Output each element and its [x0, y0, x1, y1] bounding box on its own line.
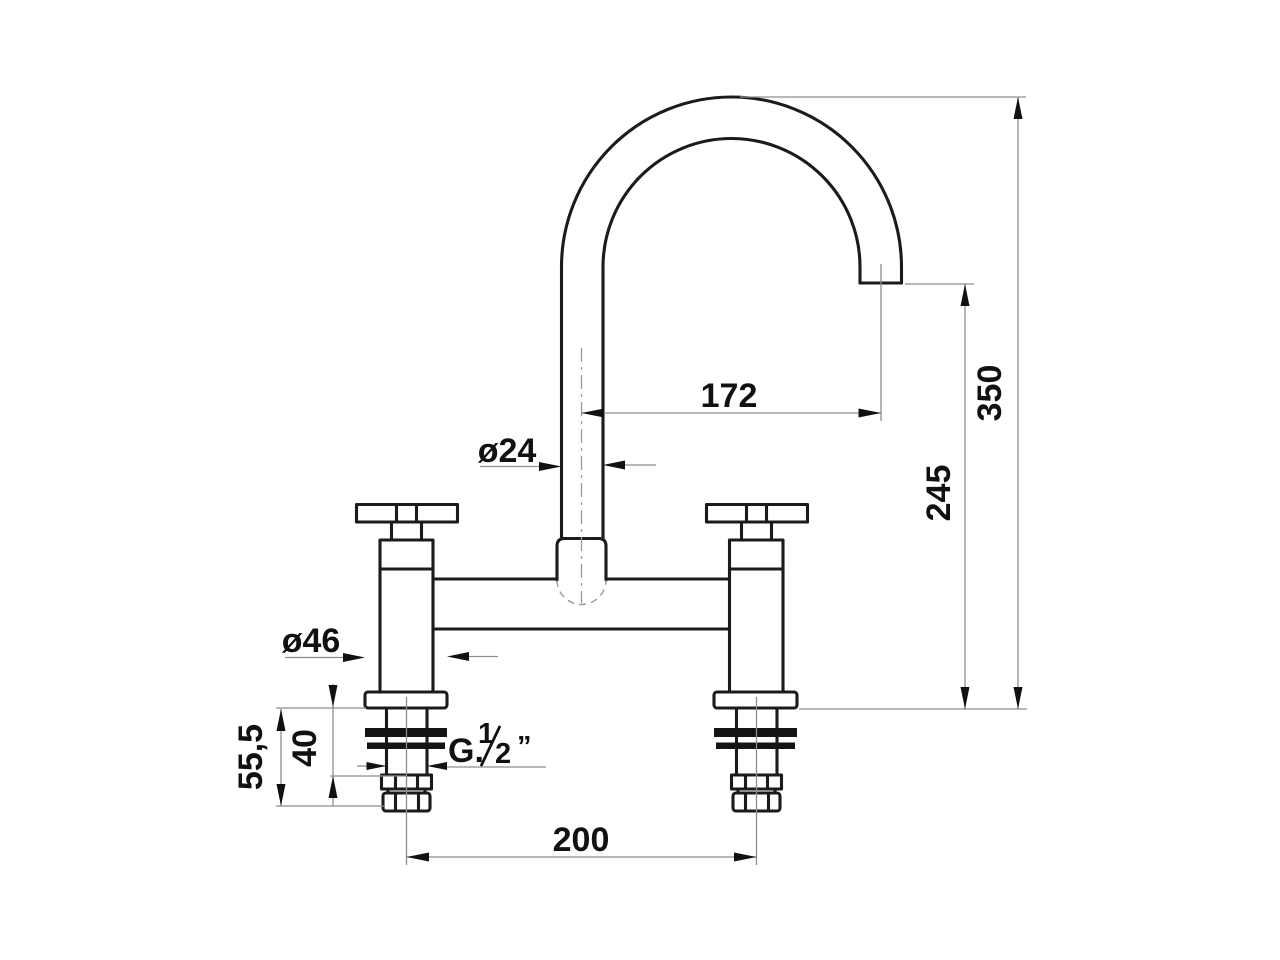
- dim-base-diameter: ø46: [282, 622, 498, 662]
- arrowhead-right: [734, 852, 757, 862]
- right-valve: [704, 502, 810, 813]
- handle-bar: [354, 502, 460, 524]
- spout-outer-profile: [559, 95, 904, 540]
- dim-spout-reach: 172: [581, 377, 881, 418]
- dim-deck-range: 55,5: [232, 707, 385, 807]
- spout: [559, 95, 904, 540]
- arrowhead-left: [581, 408, 604, 418]
- arrowhead-down: [960, 687, 970, 709]
- handle-stem: [739, 520, 774, 542]
- fraction-slash: [480, 725, 501, 767]
- dim-thread-size: G. 1 2 ”: [357, 718, 546, 770]
- thread-denominator-label: 2: [495, 738, 511, 770]
- arrowhead-down: [328, 685, 338, 707]
- thread-inch-mark-label: ”: [517, 731, 532, 763]
- handle-bar: [704, 502, 810, 524]
- valve-body: [727, 538, 785, 694]
- dim-overall-height: 350: [740, 96, 1026, 709]
- arrowhead-left: [406, 852, 429, 862]
- arrowhead-right: [858, 408, 881, 418]
- arrowhead-right: [539, 462, 562, 471]
- arrowhead-left: [447, 652, 469, 661]
- dim-shank-length: 40: [286, 684, 407, 806]
- washer-lower: [716, 742, 795, 749]
- spout-reach-label: 172: [701, 377, 758, 415]
- shank-length-label: 40: [286, 729, 324, 767]
- dim-spout-diameter: ø24: [478, 432, 656, 471]
- arrowhead-up: [1013, 97, 1023, 119]
- fitting-hidden-dome: [556, 579, 607, 606]
- arrowhead-left: [427, 762, 447, 770]
- outlet-height-label: 245: [920, 465, 958, 522]
- valve-body: [378, 538, 435, 694]
- arrowhead-down: [1013, 687, 1023, 709]
- handle-stem: [389, 520, 424, 542]
- arrowhead-down: [276, 784, 286, 806]
- base-diameter-label: ø46: [282, 622, 341, 660]
- arrowhead-up: [960, 284, 970, 306]
- deck-range-label: 55,5: [232, 724, 270, 790]
- arrowhead-up: [328, 776, 338, 798]
- arrowhead-up: [276, 709, 286, 731]
- thread-prefix-label: G.: [448, 732, 484, 770]
- dim-hole-centres: 200: [406, 821, 757, 862]
- thread-numerator-label: 1: [478, 718, 494, 750]
- spout-inner-profile: [601, 137, 862, 540]
- hole-centres-label: 200: [553, 821, 610, 859]
- arrowhead-right: [343, 653, 365, 662]
- washer-upper: [714, 728, 797, 737]
- dim-outlet-height: 245: [799, 283, 1027, 710]
- overall-height-label: 350: [971, 365, 1009, 422]
- base-flange: [712, 690, 799, 710]
- arrowhead-right: [366, 762, 387, 770]
- spout-diameter-label: ø24: [478, 432, 537, 470]
- arrowhead-left: [603, 460, 625, 470]
